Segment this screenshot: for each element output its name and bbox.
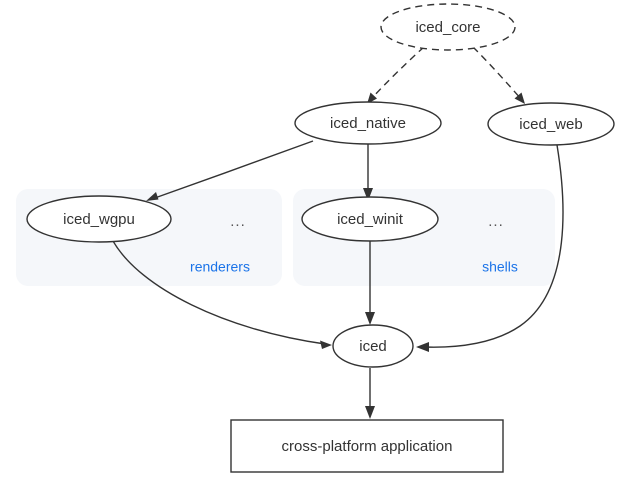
node-iced-native-shape[interactable]	[294, 101, 442, 145]
node-iced-core-shape[interactable]	[380, 3, 516, 51]
node-cross-platform-application-label: cross-platform application	[282, 438, 453, 455]
node-iced-winit-label: iced_winit	[337, 211, 404, 228]
edge-iced-web-to-iced-line	[423, 144, 564, 348]
node-iced-winit-shape[interactable]	[301, 196, 439, 242]
node-iced-shape[interactable]	[332, 324, 414, 368]
edge-iced-core-to-iced-web-arrowhead	[514, 92, 525, 104]
edge-iced-wgpu-to-iced-arrowhead	[320, 340, 332, 349]
edge-iced-core-to-iced-web-line	[472, 46, 522, 100]
edge-iced-winit-to-iced-arrowhead	[365, 312, 375, 325]
node-iced-wgpu-shape[interactable]	[26, 195, 172, 243]
edge-iced-core-to-iced-web	[472, 46, 525, 104]
edge-iced-winit-to-iced	[365, 241, 375, 325]
edge-iced-wgpu-to-iced-line	[112, 240, 326, 345]
node-iced-winit[interactable]: iced_winit	[301, 196, 439, 242]
edge-iced-core-to-iced-native	[367, 46, 425, 104]
edge-iced-core-to-iced-native-line	[370, 46, 425, 100]
node-cross-platform-application[interactable]: cross-platform application	[230, 419, 504, 473]
edge-iced-wgpu-to-iced	[112, 240, 332, 349]
node-iced-core-label: iced_core	[415, 19, 480, 36]
cluster-renderers-ellipsis: ...	[230, 213, 246, 230]
edge-iced-web-to-iced-arrowhead	[416, 342, 429, 352]
node-iced-native[interactable]: iced_native	[294, 101, 442, 145]
edge-iced-web-to-iced	[416, 144, 564, 352]
node-iced-wgpu-label: iced_wgpu	[63, 211, 135, 228]
edge-iced-native-to-iced-wgpu	[146, 140, 314, 201]
cluster-shells-label: shells	[482, 259, 518, 275]
node-iced-web-shape[interactable]	[487, 102, 615, 146]
cluster-renderers-label: renderers	[190, 259, 250, 275]
node-iced-web[interactable]: iced_web	[487, 102, 615, 146]
edge-iced-to-application-arrowhead	[365, 406, 375, 419]
edge-iced-native-to-iced-winit	[363, 144, 373, 201]
node-iced-web-label: iced_web	[519, 116, 582, 133]
edge-iced-to-application	[365, 368, 375, 419]
node-iced-label: iced	[359, 338, 387, 355]
edge-iced-core-to-iced-native-arrowhead	[367, 92, 377, 104]
edge-iced-native-to-iced-winit-arrowhead	[363, 188, 373, 201]
node-cross-platform-application-shape[interactable]	[230, 419, 504, 473]
cluster-shells-ellipsis: ...	[488, 213, 504, 230]
node-iced[interactable]: iced	[332, 324, 414, 368]
node-iced-native-label: iced_native	[330, 115, 406, 132]
node-iced-wgpu[interactable]: iced_wgpu	[26, 195, 172, 243]
node-iced-core[interactable]: iced_core	[380, 3, 516, 51]
edge-iced-native-to-iced-wgpu-arrowhead	[146, 192, 159, 201]
edge-iced-native-to-iced-wgpu-line	[151, 140, 314, 200]
